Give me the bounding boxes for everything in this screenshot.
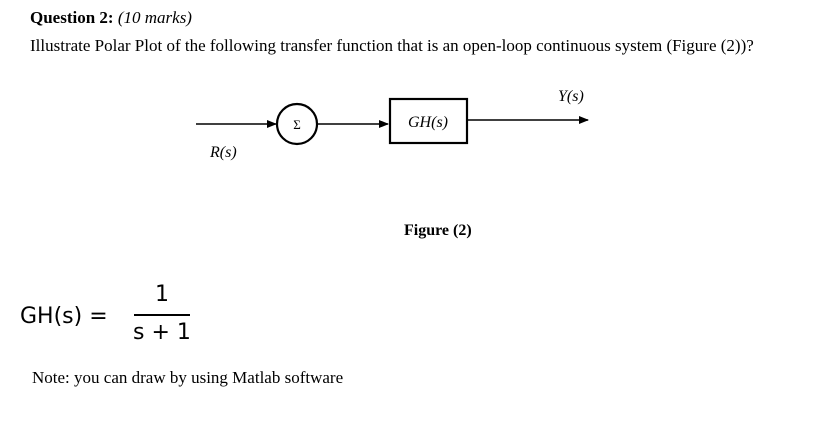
formula-denominator: s + 1 bbox=[133, 320, 191, 345]
note-text: Note: you can draw by using Matlab softw… bbox=[32, 368, 344, 387]
formula-lhs: GH(s) = bbox=[20, 304, 108, 329]
question-marks: (10 marks) bbox=[117, 8, 192, 27]
transfer-block-label: GH(s) bbox=[408, 114, 448, 131]
fraction-bar bbox=[134, 314, 190, 316]
formula-numerator: 1 bbox=[155, 282, 169, 307]
summing-symbol: Σ bbox=[293, 117, 301, 132]
question-label: Question 2: bbox=[30, 8, 114, 27]
input-label: R(s) bbox=[209, 144, 237, 161]
transfer-block bbox=[388, 97, 469, 145]
question-heading: Question 2: (10 marks) bbox=[30, 8, 192, 28]
figure-caption: Figure (2) bbox=[404, 222, 472, 239]
question-text: Illustrate Polar Plot of the following t… bbox=[30, 36, 754, 55]
output-label: Y(s) bbox=[558, 88, 584, 105]
